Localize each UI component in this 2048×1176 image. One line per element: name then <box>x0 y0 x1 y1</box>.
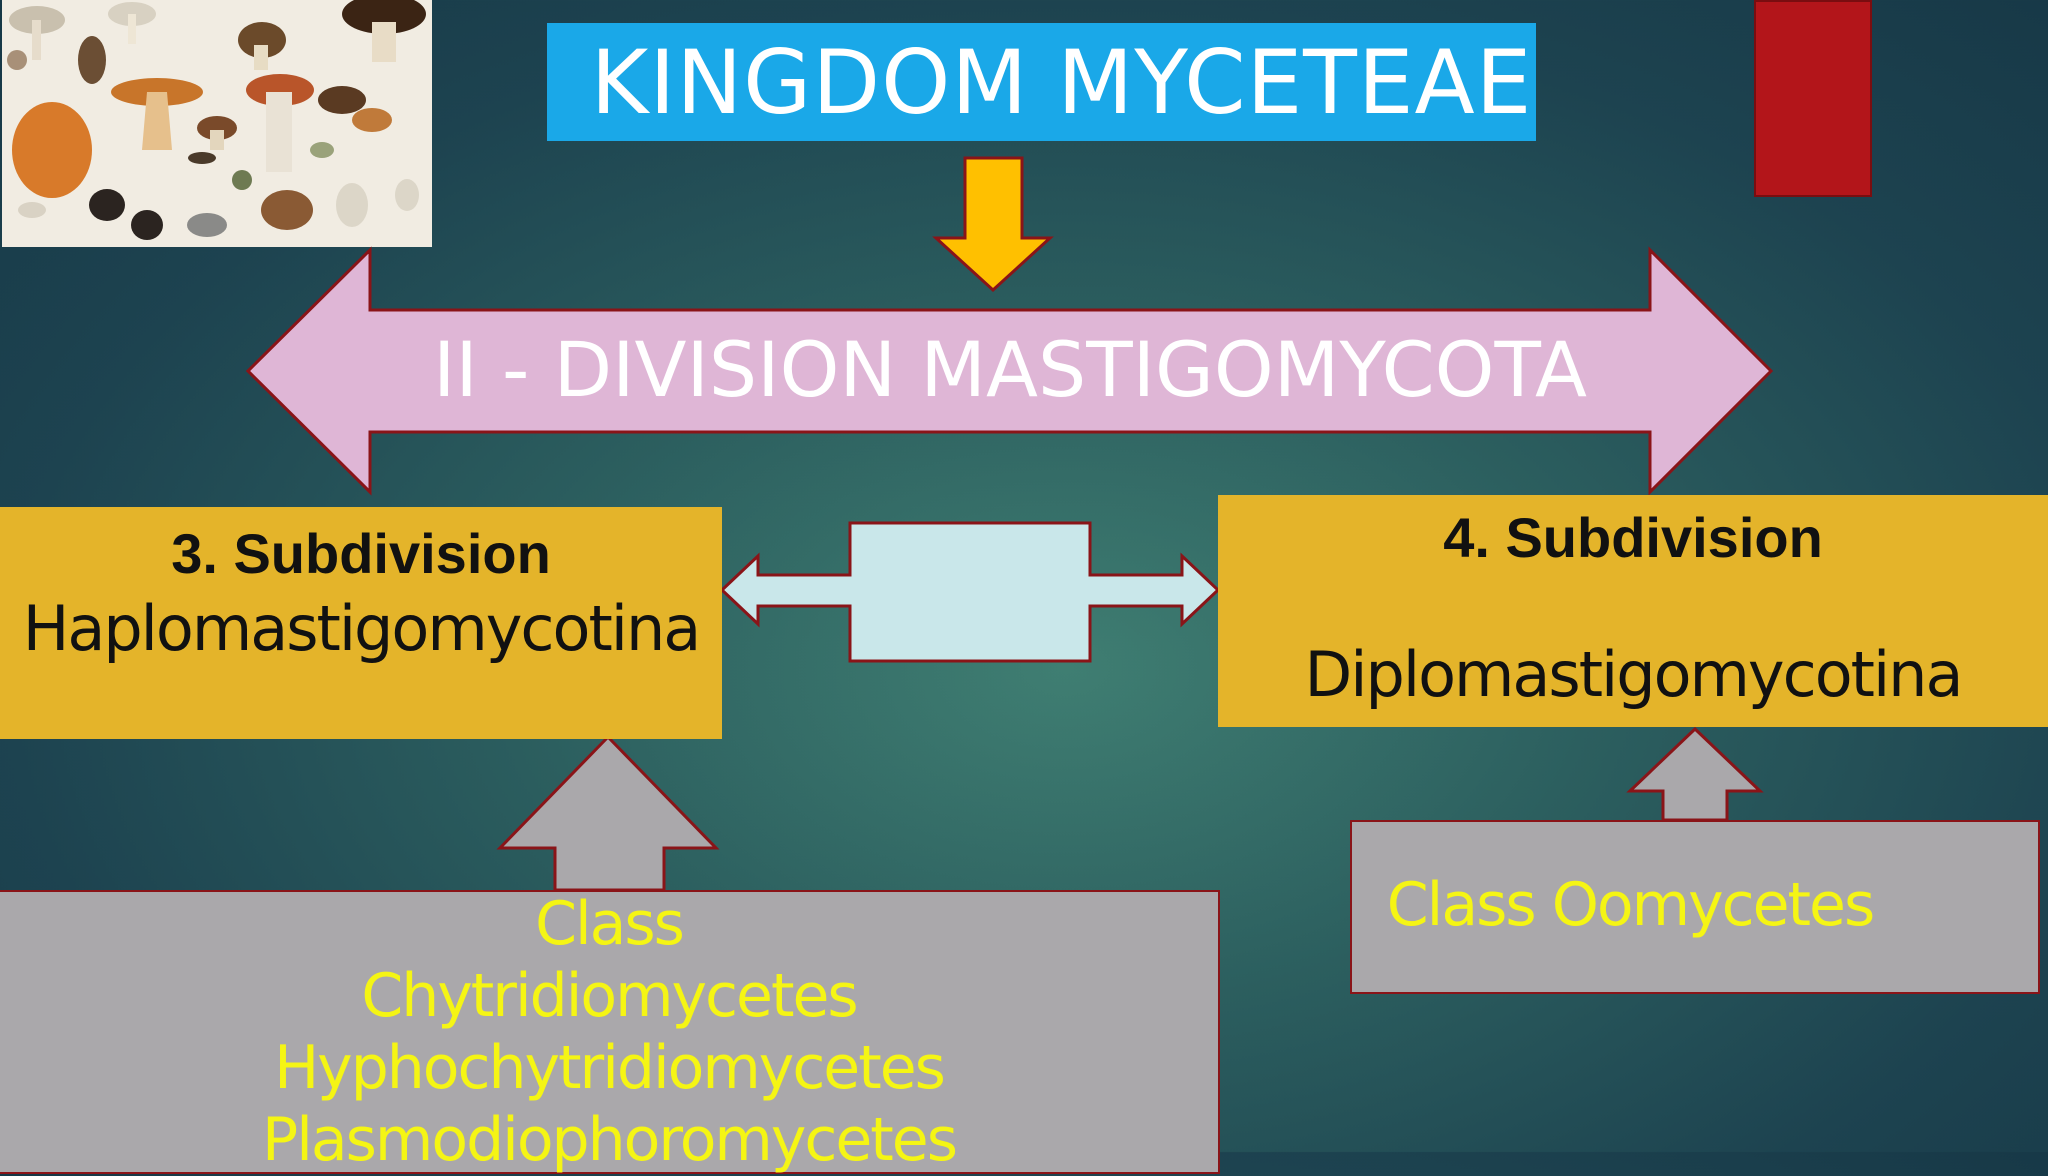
class-box-right <box>1350 820 2040 994</box>
down-arrow <box>932 156 1054 293</box>
mushroom-illustration <box>2 0 432 247</box>
class-right-label: Class Oomycetes <box>1386 870 1875 940</box>
up-arrow-right <box>1626 726 1764 822</box>
subdivision-4-heading: 4. Subdivision <box>1443 506 1823 569</box>
accent-bar <box>1754 0 1872 197</box>
subdivision-3-name: Haplomastigomycotina <box>22 592 702 665</box>
title-box: KINGDOM MYCETEAE <box>547 23 1536 141</box>
division-double-arrow <box>245 246 1774 496</box>
subdivision-4-name: Diplomastigomycotina <box>1304 638 1964 711</box>
class-box-left <box>0 890 1220 1174</box>
class-item: Chytridiomycetes <box>361 961 858 1031</box>
division-label: II - DIVISION MASTIGOMYCOTA <box>433 325 1587 414</box>
subdivision-4-box: 4. Subdivision Diplomastigomycotina <box>1218 495 2048 727</box>
connector-double-arrow <box>719 521 1221 663</box>
class-item: Hyphochytridiomycetes <box>274 1033 946 1103</box>
class-label: Class <box>535 889 685 959</box>
subdivision-3-box: 3. Subdivision Haplomastigomycotina <box>0 507 722 739</box>
page-title: KINGDOM MYCETEAE <box>590 30 1533 134</box>
class-item: Plasmodiophoromycetes <box>262 1105 958 1175</box>
class-list-left: Class Chytridiomycetes Hyphochytridiomyc… <box>0 888 1218 1176</box>
subdivision-3-heading: 3. Subdivision <box>171 522 551 585</box>
arrows-layer <box>245 156 1774 892</box>
up-arrow-left <box>496 734 720 892</box>
